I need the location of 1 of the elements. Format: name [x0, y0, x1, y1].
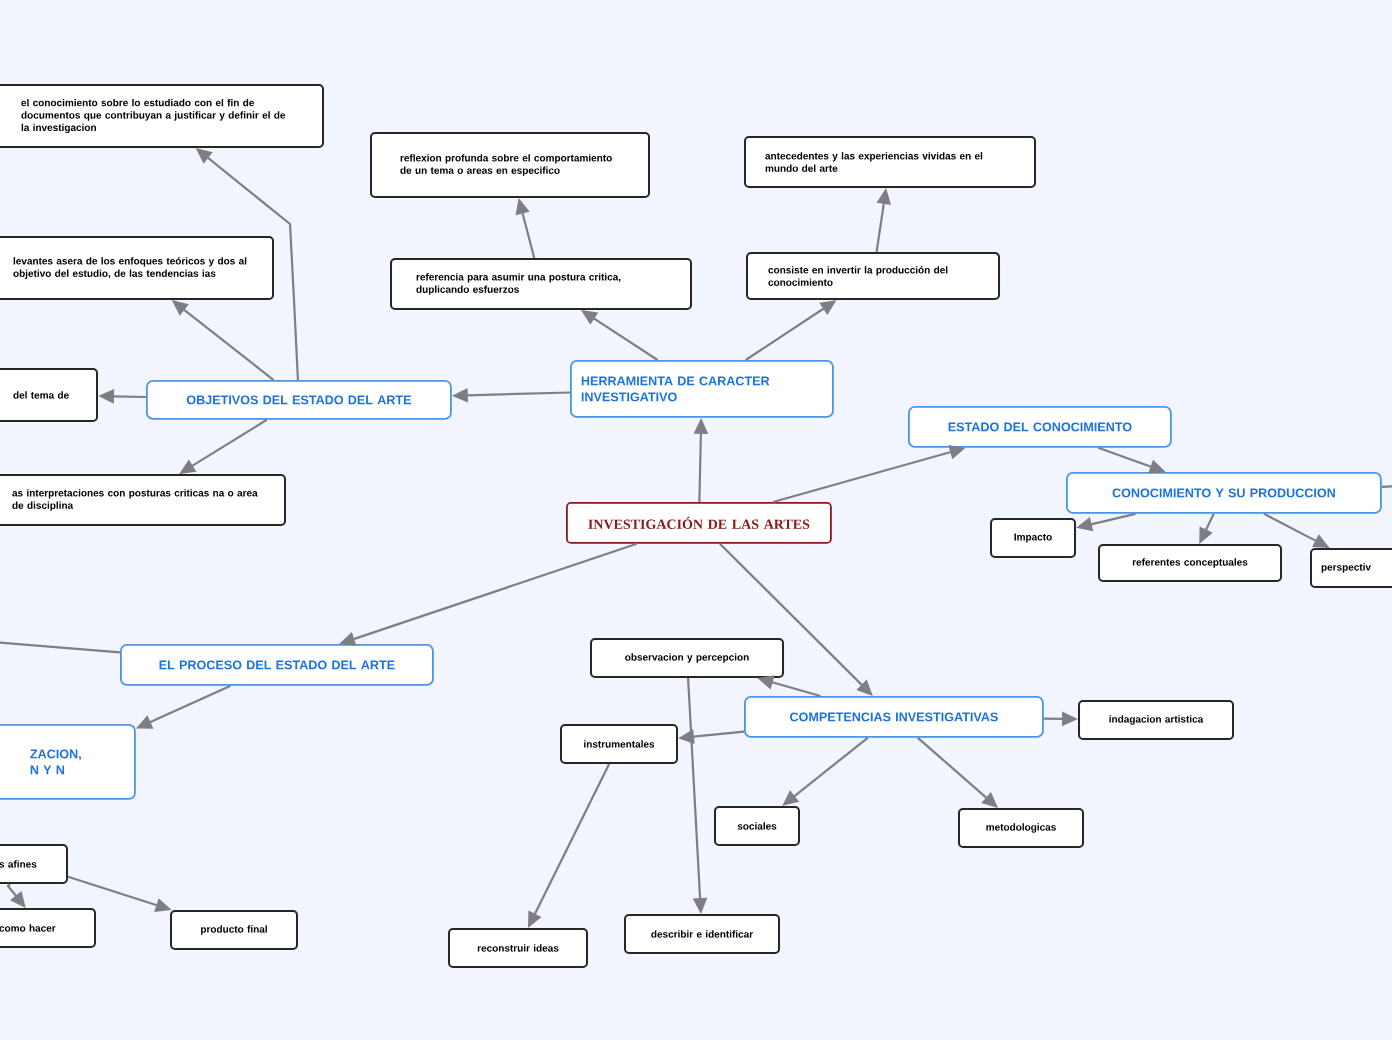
arrow	[719, 543, 873, 696]
